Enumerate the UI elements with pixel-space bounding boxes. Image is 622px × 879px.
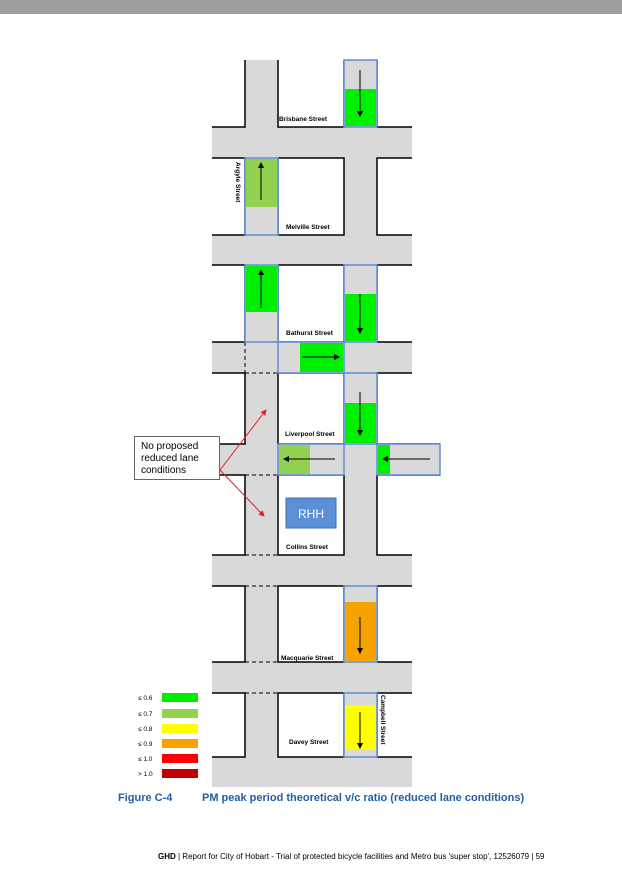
collins-street-road: [212, 555, 412, 586]
rhh-building: [285, 497, 337, 529]
lane-segment-argyle-melville: [244, 157, 279, 236]
legend-label: ≤ 0.8: [138, 726, 153, 733]
legend-swatch: [162, 739, 198, 748]
legend-swatch: [162, 724, 198, 733]
callout-arrows: [219, 409, 267, 517]
lane-segment-campbell-davey: [343, 692, 378, 758]
brisbane-street-road: [212, 127, 412, 158]
argyle-street-label: Argyle Street: [234, 162, 241, 203]
figure-caption: Figure C-4 PM peak period theoretical v/c…: [118, 792, 598, 804]
rhh-label: RHH: [298, 507, 324, 521]
collins-street-label: Collins Street: [286, 544, 329, 551]
lane-segment-liverpool-west-a: [277, 443, 345, 476]
legend-label: ≤ 0.9: [138, 741, 153, 748]
macquarie-street-road: [212, 662, 412, 693]
callout-box: No proposed reduced lane conditions: [134, 436, 220, 480]
footer-org: GHD: [158, 852, 176, 861]
legend-swatch: [162, 754, 198, 763]
liverpool-street-label: Liverpool Street: [285, 431, 335, 438]
legend-swatch: [162, 693, 198, 702]
footer-text: | Report for City of Hobart - Trial of p…: [175, 852, 545, 861]
campbell-street-label: Campbell Street: [379, 695, 386, 745]
bathurst-street-label: Bathurst Street: [286, 330, 334, 337]
lane-segment-campbell-liverpool: [343, 372, 378, 445]
lane-segment-bathurst-east: [277, 341, 345, 374]
davey-street-road: [212, 757, 412, 787]
davey-street-label: Davey Street: [289, 739, 329, 746]
legend-label: ≤ 0.6: [138, 695, 153, 702]
lane-segment-campbell-bathurst: [343, 264, 378, 343]
lane-segment-campbell-brisbane: [343, 59, 378, 128]
top-bar: [0, 0, 622, 14]
page-footer: GHD | Report for City of Hobart - Trial …: [158, 852, 598, 861]
legend-label: > 1.0: [138, 771, 153, 778]
brisbane-street-label: Brisbane Street: [279, 116, 328, 123]
melville-street-road: [212, 235, 412, 265]
figure-title: PM peak period theoretical v/c ratio (re…: [202, 792, 525, 804]
legend: ≤ 0.6 ≤ 0.7 ≤ 0.8 ≤ 0.9 ≤ 1.0 > 1.0: [138, 693, 198, 778]
lane-segment-argyle-bathurst: [244, 264, 279, 343]
legend-swatch: [162, 709, 198, 718]
macquarie-street-label: Macquarie Street: [281, 655, 334, 662]
legend-label: ≤ 1.0: [138, 756, 153, 763]
legend-swatch: [162, 769, 198, 778]
legend-label: ≤ 0.7: [138, 711, 153, 718]
lane-segment-campbell-macquarie: [343, 585, 378, 663]
melville-street-label: Melville Street: [286, 224, 331, 231]
figure-number: Figure C-4: [118, 792, 173, 804]
lane-segment-liverpool-west-b: [376, 443, 441, 476]
